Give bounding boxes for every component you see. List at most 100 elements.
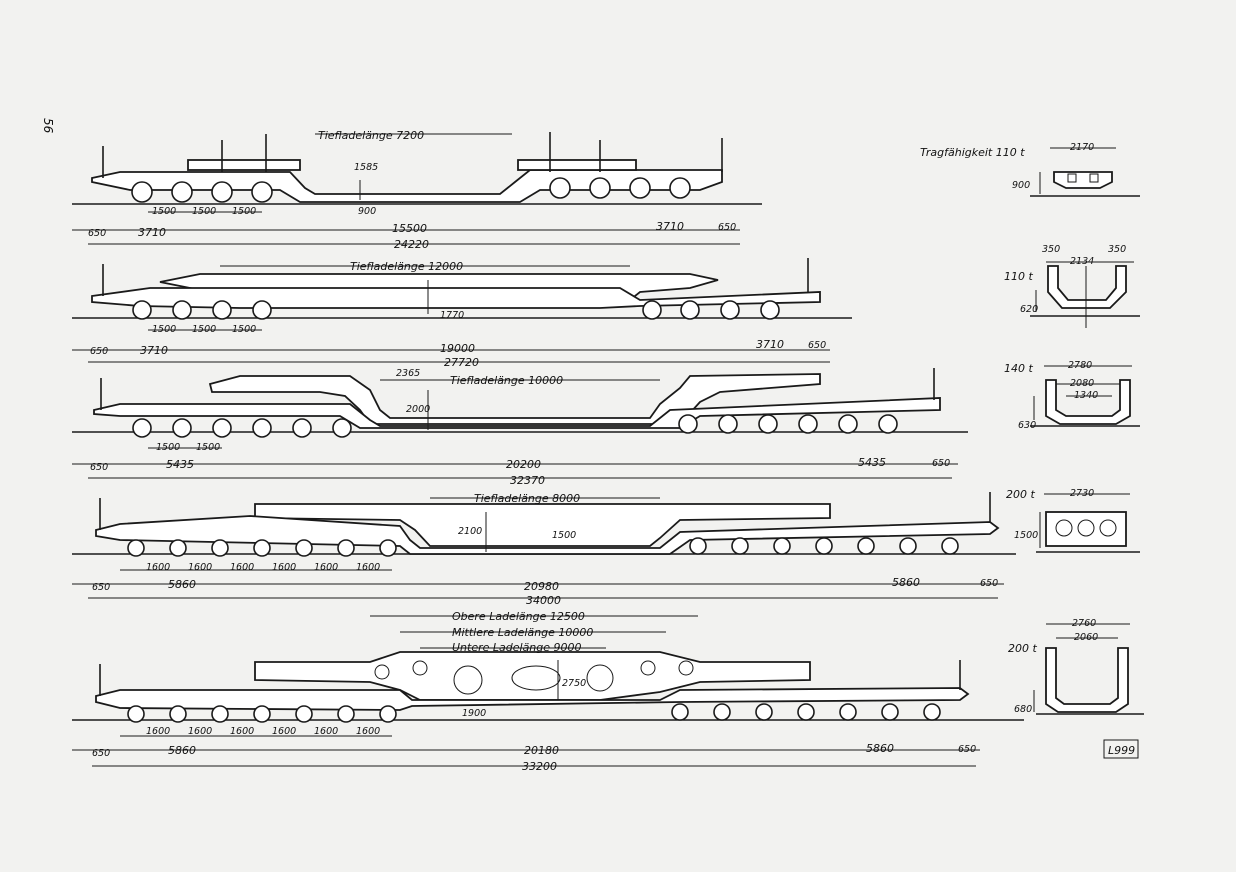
section-3-height: 630 xyxy=(1018,420,1036,431)
wagon-5-lower-load-length: Untere Ladelänge 9000 xyxy=(452,641,582,654)
wagon-1-height-a: 1585 xyxy=(354,162,378,173)
wagon-5-side-view xyxy=(72,615,1024,767)
wagon-3-end-left: 650 xyxy=(90,462,108,473)
wagon-4-axle-1: 1600 xyxy=(146,562,170,573)
wagon-1-axle-1: 1500 xyxy=(152,206,176,217)
wagon-4-axle-5: 1600 xyxy=(314,562,338,573)
section-3-capacity: 140 t xyxy=(1004,362,1033,375)
wagon-4-axle-4: 1600 xyxy=(272,562,296,573)
section-5-height: 680 xyxy=(1014,704,1032,715)
wagon-3-wheels-left xyxy=(132,418,352,438)
wagon-3-bogie-left: 5435 xyxy=(166,458,194,471)
wagon-2-bogie-right: 3710 xyxy=(756,338,784,351)
wagon-5-wheels-left xyxy=(127,705,397,723)
wagon-5-end-left: 650 xyxy=(92,748,110,759)
wagon-3-total: 32370 xyxy=(510,474,545,487)
wagon-2-bogie-left: 3710 xyxy=(140,344,168,357)
wagon-1-axle-2: 1500 xyxy=(192,206,216,217)
wagon-2-wheels-left xyxy=(132,300,272,320)
section-4-width: 2730 xyxy=(1070,488,1094,499)
figure-id: L999 xyxy=(1108,744,1135,757)
wagon-1-between: 15500 xyxy=(392,222,427,235)
section-2-side-left: 350 xyxy=(1042,244,1060,255)
wagon-3-height-b: 2000 xyxy=(406,404,430,415)
wagon-4-between: 20980 xyxy=(524,580,559,593)
section-2 xyxy=(1030,261,1140,328)
wagon-5-bogie-left: 5860 xyxy=(168,744,196,757)
wagon-4-height-a: 2100 xyxy=(458,526,482,537)
wagon-5-end-right: 650 xyxy=(958,744,976,755)
wagon-2-height-a: 1770 xyxy=(440,310,464,321)
section-2-side-right: 350 xyxy=(1108,244,1126,255)
wagon-4-wheels-left xyxy=(127,539,397,557)
section-5 xyxy=(1033,623,1144,715)
wagon-1-bogie-left: 3710 xyxy=(138,226,166,239)
section-1-height: 900 xyxy=(1012,180,1030,191)
wagon-5-total: 33200 xyxy=(522,760,557,773)
wagon-1-side-view xyxy=(72,132,762,245)
wagon-1-end-right: 650 xyxy=(718,222,736,233)
section-3-width-mid: 2080 xyxy=(1070,378,1094,389)
wagon-5-axle-4: 1600 xyxy=(272,726,296,737)
wagon-4-side-view xyxy=(72,492,1016,599)
section-4-capacity: 200 t xyxy=(1006,488,1035,501)
wagon-4-end-right: 650 xyxy=(980,578,998,589)
wagon-5-height-a: 2750 xyxy=(562,678,586,689)
wagon-2-side-view xyxy=(72,258,852,363)
wagon-4-load-length: Tiefladelänge 8000 xyxy=(474,492,580,505)
wagon-3-axle-2: 1500 xyxy=(196,442,220,453)
wagon-4-total: 34000 xyxy=(526,594,561,607)
wagon-5-axle-1: 1600 xyxy=(146,726,170,737)
wagon-3-wheels-right xyxy=(678,414,898,434)
wagon-4-end-left: 650 xyxy=(92,582,110,593)
wagon-3-between: 20200 xyxy=(506,458,541,471)
section-4-height: 1500 xyxy=(1014,530,1038,541)
wagon-3-axle-1: 1500 xyxy=(156,442,180,453)
wagon-5-upper-load-length: Obere Ladelänge 12500 xyxy=(452,610,585,623)
wagon-5-axle-3: 1600 xyxy=(230,726,254,737)
section-4 xyxy=(1036,493,1140,553)
wagon-3-load-length: Tiefladelänge 10000 xyxy=(450,374,563,387)
section-1-capacity: Tragfähigkeit 110 t xyxy=(920,146,1025,159)
wagon-5-axle-6: 1600 xyxy=(356,726,380,737)
section-2-height: 620 xyxy=(1020,304,1038,315)
wagon-2-end-left: 650 xyxy=(90,346,108,357)
wagon-4-bogie-left: 5860 xyxy=(168,578,196,591)
wagon-1-axle-3: 1500 xyxy=(232,206,256,217)
wagon-1-end-left: 650 xyxy=(88,228,106,239)
section-3-width-inner: 1340 xyxy=(1074,390,1098,401)
wagon-4-axle-3: 1600 xyxy=(230,562,254,573)
wagon-1-load-length: Tiefladelänge 7200 xyxy=(318,129,424,142)
wagon-4-height-b: 1500 xyxy=(552,530,576,541)
page-number: 56 xyxy=(41,118,55,134)
wagon-5-between: 20180 xyxy=(524,744,559,757)
wagon-2-load-length: Tiefladelänge 12000 xyxy=(350,260,463,273)
section-1 xyxy=(1030,147,1140,197)
wagon-1-height-b: 900 xyxy=(358,206,376,217)
section-5-capacity: 200 t xyxy=(1008,642,1037,655)
wagon-5-height-b: 1900 xyxy=(462,708,486,719)
wagon-2-wheels-right xyxy=(642,300,780,320)
wagon-5-axle-2: 1600 xyxy=(188,726,212,737)
wagon-4-axle-2: 1600 xyxy=(188,562,212,573)
wagon-4-wheels-right xyxy=(689,537,959,555)
wagon-2-total: 27720 xyxy=(444,356,479,369)
section-5-width-outer: 2760 xyxy=(1072,618,1096,629)
section-3 xyxy=(1030,365,1140,427)
wagon-1-total: 24220 xyxy=(394,238,429,251)
wagon-2-axle-3: 1500 xyxy=(232,324,256,335)
wagon-3-bogie-right: 5435 xyxy=(858,456,886,469)
wagon-1-bogie-right: 3710 xyxy=(656,220,684,233)
wagon-5-axle-5: 1600 xyxy=(314,726,338,737)
wagon-4-axle-6: 1600 xyxy=(356,562,380,573)
wagon-2-between: 19000 xyxy=(440,342,475,355)
wagon-5-bogie-right: 5860 xyxy=(866,742,894,755)
wagon-5-wheels-right xyxy=(671,703,941,721)
wagon-3-end-right: 650 xyxy=(932,458,950,469)
wagon-2-end-right: 650 xyxy=(808,340,826,351)
section-2-capacity: 110 t xyxy=(1004,270,1033,283)
section-1-width: 2170 xyxy=(1070,142,1094,153)
section-5-width-inner: 2060 xyxy=(1074,632,1098,643)
